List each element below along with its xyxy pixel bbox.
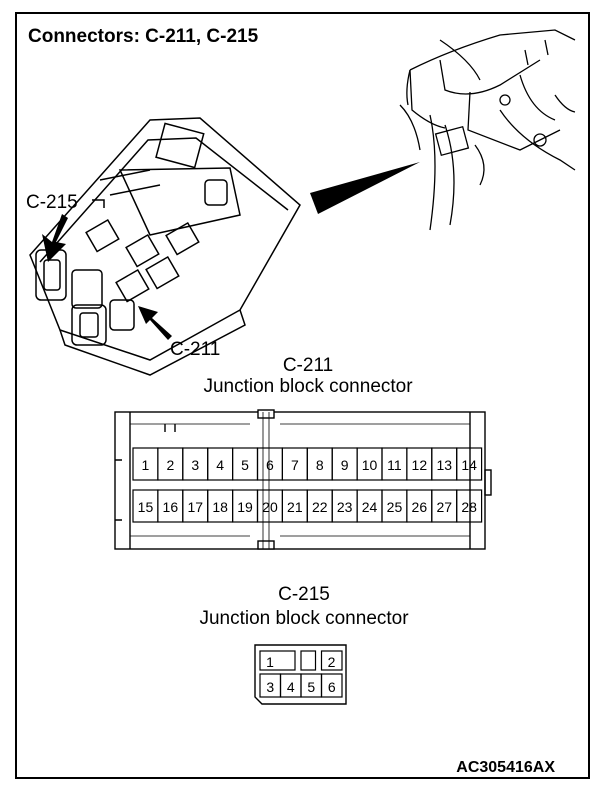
c211-pin-label: 1: [142, 457, 150, 473]
c211-pin-label: 3: [191, 457, 199, 473]
c211-connector-description: Junction block connector: [203, 376, 413, 397]
diagram-title: Connectors: C-211, C-215: [28, 26, 259, 47]
c211-pin-label: 9: [341, 457, 349, 473]
c211-pin-label: 16: [163, 499, 179, 515]
c211-pin-label: 13: [436, 457, 452, 473]
c215-pin-label: 4: [287, 679, 295, 695]
c211-pin-label: 7: [291, 457, 299, 473]
c211-connector-face: [114, 409, 492, 550]
c211-pin-label: 23: [337, 499, 353, 515]
c215-connector-name: C-215: [278, 584, 330, 605]
c215-pin-cell: [320, 650, 343, 671]
c211-pin-label: 24: [362, 499, 378, 515]
c211-pin-label: 8: [316, 457, 324, 473]
c211-pin-cell: [456, 447, 483, 481]
c211-pin-label: 20: [262, 499, 278, 515]
c211-pin-label: 4: [216, 457, 224, 473]
c211-pin-label: 6: [266, 457, 274, 473]
c211-pin-label: 2: [166, 457, 174, 473]
c215-callout-label: C-215: [26, 192, 78, 213]
c211-callout-arrow: [138, 306, 172, 340]
c211-pin-label: 14: [461, 457, 477, 473]
c211-pin-label: 26: [412, 499, 428, 515]
c215-pin-label: 5: [307, 679, 315, 695]
c215-pin-label: 2: [328, 654, 336, 670]
location-pointer: [310, 162, 420, 214]
c211-pin-label: 15: [138, 499, 154, 515]
c211-pin-label: 21: [287, 499, 303, 515]
c211-pin-label: 25: [387, 499, 403, 515]
c211-pin-label: 22: [312, 499, 328, 515]
c211-pin-label: 18: [212, 499, 228, 515]
c215-pin-label: 3: [266, 679, 274, 695]
junction-block-illustration: [29, 117, 301, 376]
c211-pin-label: 11: [387, 457, 402, 473]
c215-connector-description: Junction block connector: [199, 608, 409, 629]
c211-pin-label: 28: [461, 499, 477, 515]
c215-connector-face: [254, 644, 347, 705]
c211-callout-label: C-211: [170, 339, 220, 360]
c215-pin-label: 6: [328, 679, 336, 695]
c211-pin-label: 27: [436, 499, 452, 515]
c215-pin-label: 1: [266, 654, 274, 670]
c211-pin-label: 17: [187, 499, 203, 515]
figure-code: AC305416AX: [456, 759, 555, 776]
c211-pin-label: 19: [237, 499, 253, 515]
c215-callout-arrow: [42, 199, 105, 262]
c211-pin-label: 5: [241, 457, 249, 473]
vehicle-interior-illustration: [399, 29, 576, 231]
c211-pin-cell: [456, 489, 483, 523]
c211-pin-label: 10: [362, 457, 378, 473]
c215-key-slot: [300, 650, 317, 671]
c211-connector-name: C-211: [283, 355, 333, 376]
c211-pin-label: 12: [412, 457, 428, 473]
c215-pin-cell: [259, 650, 296, 671]
c215-pin-cell: [320, 673, 343, 698]
